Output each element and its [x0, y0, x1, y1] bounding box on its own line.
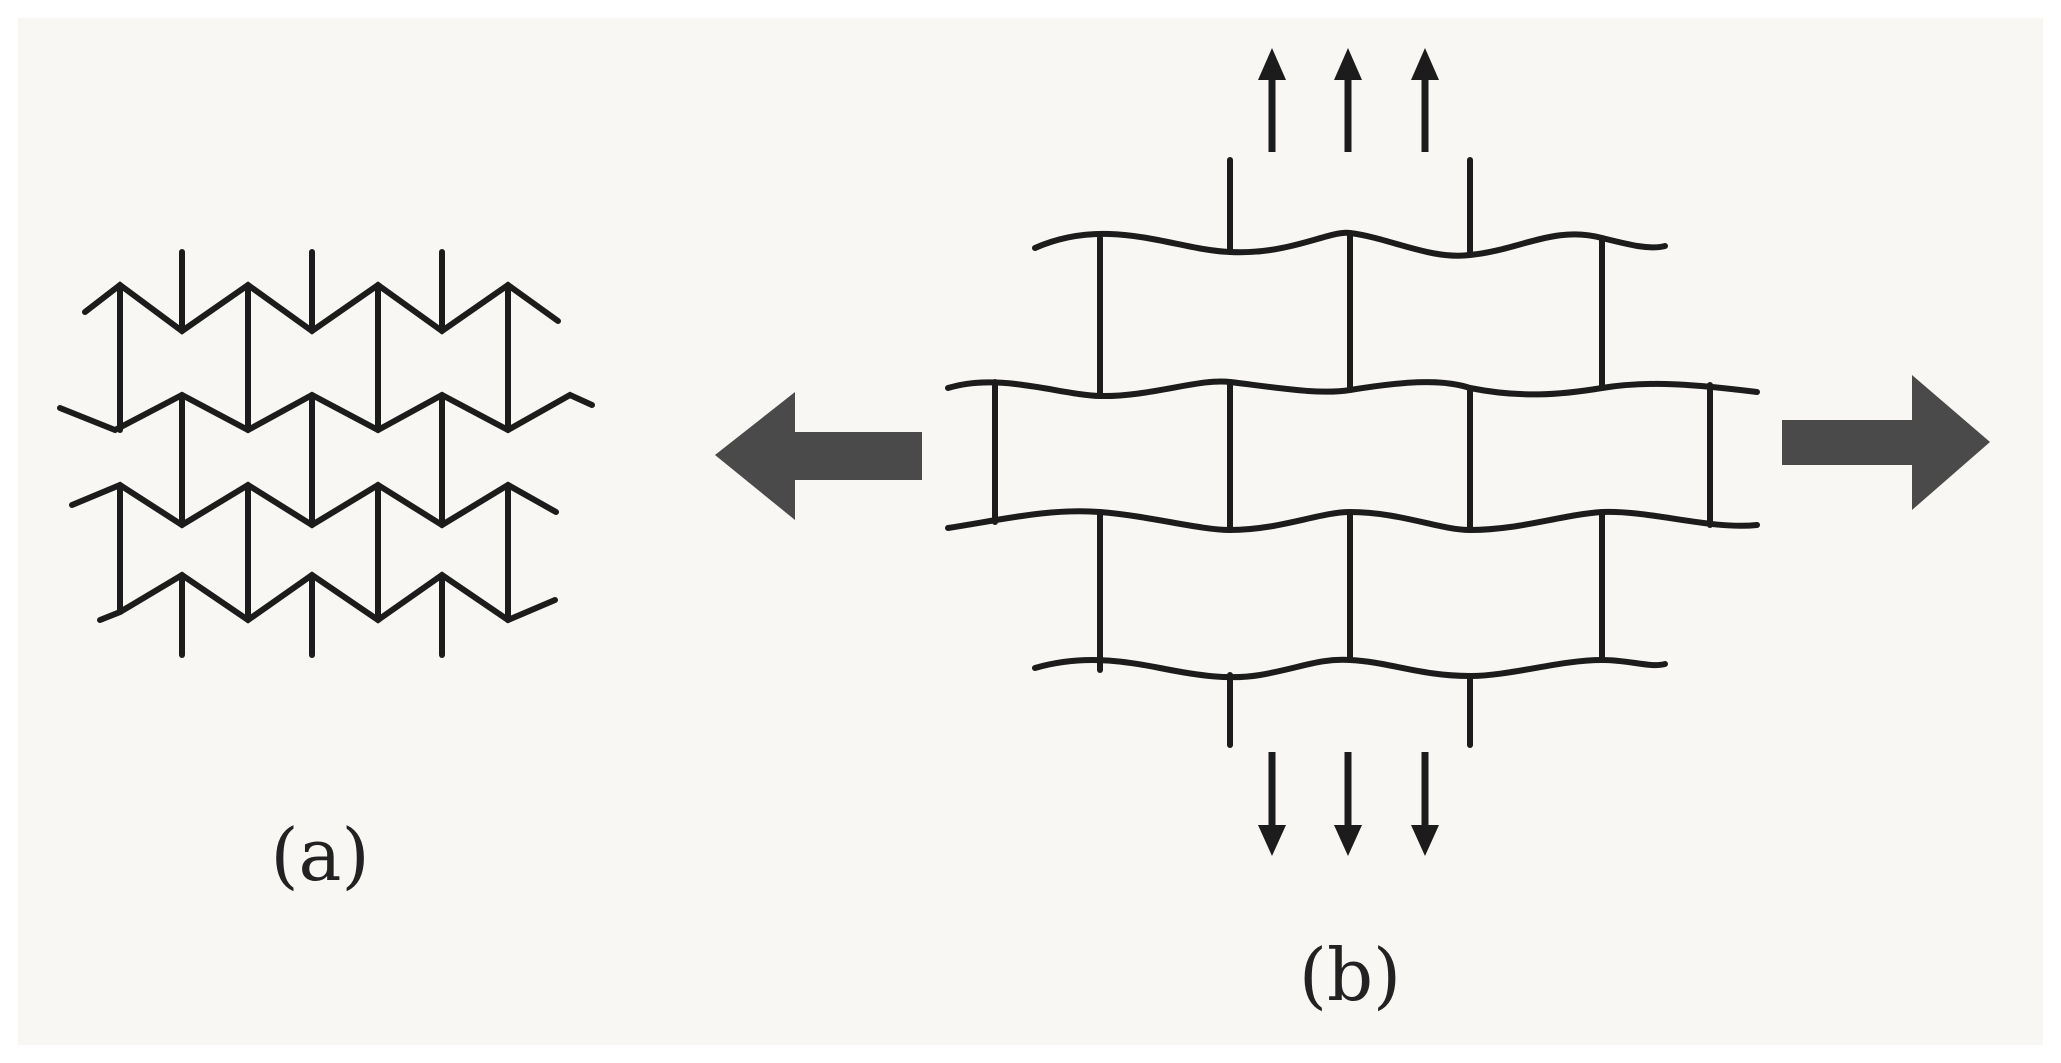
up-arrow-icon: [1334, 48, 1362, 152]
reentrant-structure-a: [57, 249, 595, 658]
zigzag-row-4: [97, 571, 558, 624]
label-a: (a): [270, 813, 369, 897]
down-arrow-icon: [1258, 752, 1286, 856]
up-arrow-icon: [1258, 48, 1286, 152]
left-arrow-icon: [715, 392, 922, 520]
down-arrow-icon: [1411, 752, 1439, 856]
zigzag-row-2: [57, 391, 595, 434]
up-arrow-icon: [1411, 48, 1439, 152]
label-b: (b): [1299, 933, 1401, 1017]
zigzag-row-1: [82, 281, 561, 335]
woven-mesh-b: [945, 157, 1760, 748]
tension-arrows-up: [1258, 48, 1439, 152]
figure-background: [18, 18, 2043, 1045]
right-arrow-icon: [1782, 375, 1990, 510]
down-arrow-icon: [1334, 752, 1362, 856]
tension-arrows-down: [1258, 752, 1439, 856]
